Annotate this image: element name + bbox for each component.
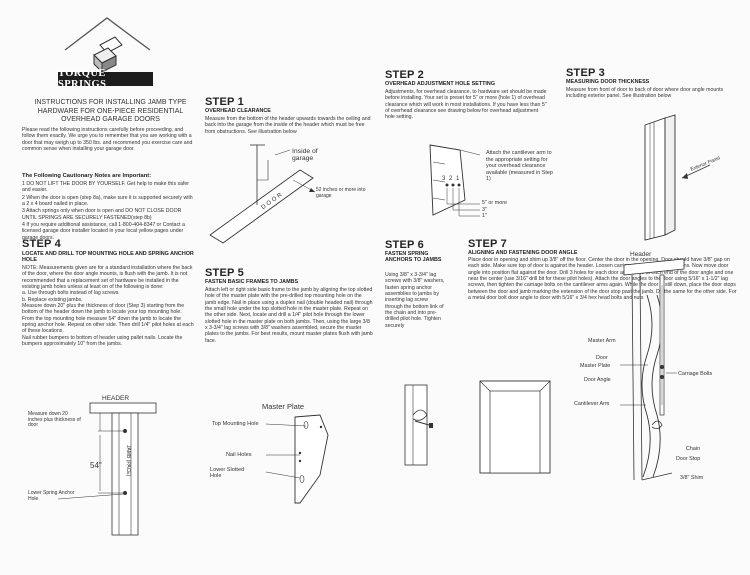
logo-band: TORQUE SPRINGS [58, 68, 153, 90]
door-label: Door [596, 355, 608, 361]
adjustment-diagram [429, 144, 481, 217]
door-angle-label: Door Angle [584, 377, 611, 383]
step2-title: STEP 2 [385, 69, 424, 81]
step7-header-label: Header [630, 251, 652, 258]
setting-5-label: 5" or more [482, 200, 507, 206]
step5-title: STEP 5 [205, 267, 244, 279]
intro-title: INSTRUCTIONS FOR INSTALLING JAMB TYPE HA… [34, 99, 187, 124]
top-hole-label: Top Mounting Hole [212, 421, 259, 427]
step4-title: STEP 4 [22, 238, 61, 250]
lower-hole-label: Lower Slotted Hole [210, 467, 245, 480]
step3-title: STEP 3 [566, 67, 605, 79]
logo: TORQUE SPRINGS [58, 15, 155, 90]
step4-header-label: HEADER [102, 395, 130, 402]
nail-holes-label: Nail Holes [226, 452, 252, 458]
step7-title: STEP 7 [468, 238, 507, 250]
master-plate-label: Master Plate [262, 402, 305, 411]
step4-note: NOTE: Measurements given are for a stand… [22, 265, 193, 291]
door-stop-label: Door Stop [676, 456, 701, 462]
setting-1-label: 1" [482, 213, 487, 219]
step3-body: Measure from front of door to back of do… [566, 87, 724, 100]
step4-54-label: 54" [90, 461, 102, 470]
step6-title: STEP 6 [385, 239, 424, 251]
step1-title: STEP 1 [205, 96, 244, 108]
clearance-diagram [209, 144, 316, 244]
step1-subtitle: OVERHEAD CLEARANCE [205, 108, 271, 114]
jamb-diagram [57, 402, 157, 536]
step1-inside-label: Inside of garage [292, 148, 318, 163]
logo-graphic [64, 17, 151, 74]
step5-body: Attach left or right side basic frame to… [205, 287, 373, 344]
step4-body: NOTE: Measurements given are for a stand… [22, 265, 194, 347]
step7-body: Place door in opening and shim up 3/8" o… [468, 257, 737, 302]
step2-body: Adjustments, for overhead clearance, to … [385, 89, 547, 121]
cautions-title: The Following Cautionary Notes are Impor… [22, 173, 152, 179]
step4-item: b. Replace existing jambs. [22, 296, 83, 303]
caution-item: 1 DO NOT LIFT THE DOOR BY YOURSELF. Get … [22, 181, 190, 194]
caution-item: 2 When the door is open (step 8a), make … [22, 194, 193, 208]
step4-bumper-text: Nail rubber bumpers to bottom of header … [22, 334, 183, 348]
hole-numbers: 3 2 1 [442, 176, 461, 182]
spring-anchor-diagram [404, 384, 433, 466]
master-plate-label-7: Master Plate [580, 363, 611, 369]
door-thickness-diagram [644, 114, 711, 241]
door-angle-diagram [479, 380, 551, 474]
step4-item: a. Use through bolts instead of lag scre… [22, 290, 120, 297]
step3-subtitle: MEASURING DOOR THICKNESS [566, 79, 650, 85]
caution-item: 3 Attach springs only when door is open … [22, 208, 182, 221]
step4-anchor-label: Lower Spring Anchor Hole [28, 490, 75, 502]
step4-measure-text: Measure down 20" plus the thickness of d… [22, 303, 194, 335]
step1-body: Measure from the bottom of the header up… [205, 116, 371, 135]
step6-subtitle: FASTEN SPRING ANCHORS TO JAMBS [385, 251, 442, 264]
carriage-bolts-label: Carriage Bolts [678, 371, 713, 377]
step1-52-label: 52 inches or more into garage [316, 187, 366, 199]
step4-jamb-label: JAMB (PACE) [125, 445, 131, 477]
chain-label: Chain [686, 446, 701, 452]
logo-text: TORQUE SPRINGS [58, 68, 107, 90]
master-plate-diagram [294, 414, 329, 504]
step2-subtitle: OVERHEAD ADJUSTMENT HOLE SETTING [385, 81, 496, 87]
step4-subtitle: LOCATE AND DRILL TOP MOUNTING HOLE AND S… [22, 251, 194, 264]
master-arm-label: Master Arm [588, 338, 616, 344]
cautions-list: 1 DO NOT LIFT THE DOOR BY YOURSELF. Get … [22, 181, 194, 241]
shim-label: 3/8" Shim [680, 475, 704, 481]
step2-note: Attach the cantilever arm to the appropr… [486, 150, 553, 183]
step6-body: Using 3/8" x 3-3/4" lag screws with 3/8"… [385, 272, 445, 329]
cantilever-arm-label: Cantilever Arm [574, 401, 610, 407]
installed-hardware-diagram [620, 258, 685, 481]
caution-item: 4 If you require additional assistance, … [22, 222, 185, 241]
step7-subtitle: ALIGNING AND FASTENING DOOR ANGLE [468, 250, 578, 256]
plate-callouts [265, 423, 307, 479]
step4-measure-label: Measure down 20 inches plus thickness of… [28, 411, 81, 428]
step5-subtitle: FASTEN BASIC FRAMES TO JAMBS [205, 279, 299, 285]
setting-3-label: 3" [482, 207, 487, 213]
intro-body: Please read the following instructions c… [22, 127, 193, 153]
